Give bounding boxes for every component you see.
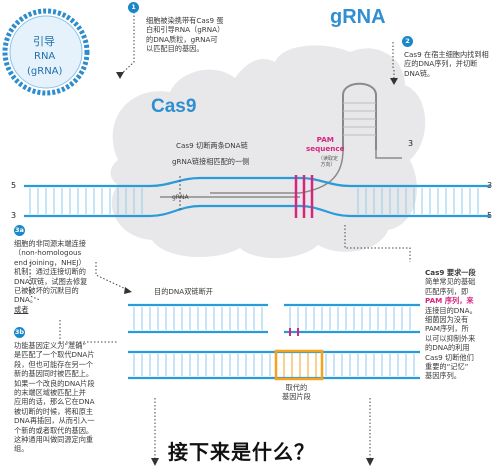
replacement-gene-fragment <box>274 349 324 381</box>
grna-title: gRNA <box>330 6 386 28</box>
cut-text-1: Cas9 切断两条DNA链 <box>176 141 248 150</box>
pam-note: （读取定方向） <box>318 156 339 168</box>
strand-5-left: 5 <box>11 181 17 190</box>
lower-dna-strands <box>128 303 420 380</box>
break-label: 目的DNA双链断开 <box>154 287 213 296</box>
dna-base-pairs <box>29 188 479 214</box>
step3b-text: 功能基因定义为“准确”是匹配了一个取代DNA片段，但也可能存在另一个 新的基因同… <box>14 341 95 454</box>
step1-text: 细胞被染携带有Cas9 蛋白和引导RNA（gRNA） 的DNA质粒，gRNA可以… <box>146 16 225 54</box>
guide-rna-label-grna: (gRNA) <box>27 66 63 77</box>
grna-small-label: gRNA <box>172 194 189 201</box>
bottom-question: 接下来是什么？ <box>168 440 315 464</box>
cut-text-2: gRNA链接相匹配的一侧 <box>172 157 250 166</box>
strand-3-left: 3 <box>11 211 17 220</box>
guide-rna-label-rna: RNA <box>34 51 56 62</box>
replace-label: 取代的基因片段 <box>282 383 311 402</box>
strand-3-right: 3 <box>487 181 493 190</box>
lower-base-pairs <box>133 307 415 376</box>
grna-hairpin <box>210 82 402 194</box>
step3a-badge: 3a <box>14 225 25 236</box>
guide-rna-circle <box>2 8 90 96</box>
pam-sequence-mark <box>294 175 314 218</box>
guide-rna-label-zh: 引导 <box>33 35 55 48</box>
arrowheads <box>116 72 398 294</box>
step3b-badge: 3b <box>14 327 25 338</box>
step2-badge: 2 <box>402 36 413 47</box>
callout-lines <box>29 12 411 343</box>
strand-5-right: 5 <box>487 211 493 220</box>
step1-badge: 1 <box>128 2 139 13</box>
grna-end-3: 3 <box>408 139 414 148</box>
cas9-title: Cas9 <box>151 96 197 117</box>
bottom-arrowheads <box>151 458 374 466</box>
dna-double-strand <box>24 176 490 218</box>
lower-pam-marks <box>289 328 299 336</box>
cell-cloud-shape <box>110 45 426 259</box>
